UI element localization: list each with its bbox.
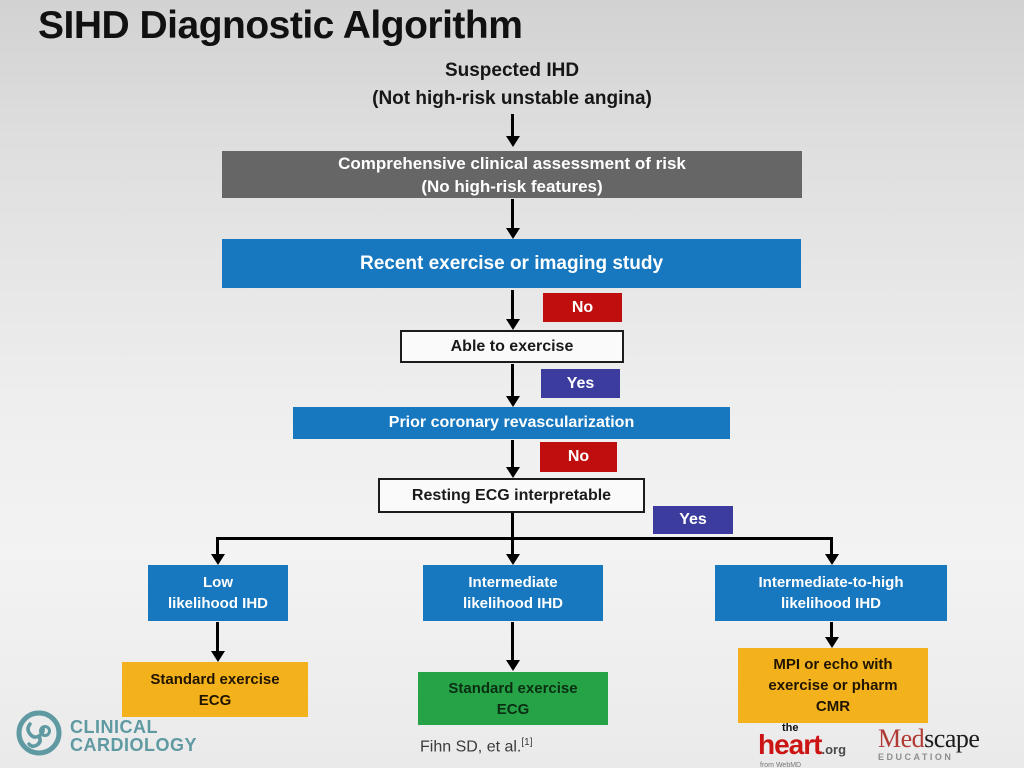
theheart-from-webmd: from WebMD bbox=[760, 762, 802, 769]
no-text: No bbox=[567, 448, 590, 465]
branch-low-box: Low likelihood IHD bbox=[148, 565, 288, 621]
start-line2: (Not high-risk unstable angina) bbox=[372, 88, 652, 109]
resting-ecg-box: Resting ECG interpretable bbox=[378, 478, 645, 513]
citation-reference: [1] bbox=[521, 737, 533, 748]
outcome-intermediate-line1: Standard exercise bbox=[448, 679, 578, 697]
outcome-low-line2: ECG bbox=[198, 691, 232, 709]
medscape-education-text: EDUCATION bbox=[878, 752, 954, 762]
theheart-org-logo: the heart.org from WebMD bbox=[758, 723, 873, 769]
page-title: SIHD Diagnostic Algorithm bbox=[38, 4, 523, 47]
arrow-branch-left bbox=[210, 537, 225, 565]
no-text: No bbox=[571, 298, 594, 316]
arrow-branch-center bbox=[505, 513, 520, 565]
able-to-exercise-label: Able to exercise bbox=[450, 337, 574, 355]
branch-intermediate-box: Intermediate likelihood IHD bbox=[423, 565, 603, 621]
stethoscope-icon bbox=[16, 710, 62, 761]
arrow-start-to-assessment bbox=[505, 114, 520, 147]
arrow-intermediate-to-outcome bbox=[505, 622, 520, 671]
outcome-low-line1: Standard exercise bbox=[150, 670, 280, 688]
outcome-intermediate-high-line3: CMR bbox=[815, 698, 851, 715]
prior-revascularization-box: Prior coronary revascularization bbox=[293, 407, 730, 439]
yes-label-ecg: Yes bbox=[653, 506, 733, 534]
outcome-intermediate-high-box: MPI or echo with exercise or pharm CMR bbox=[738, 648, 928, 723]
arrow-recent-to-able bbox=[505, 290, 520, 330]
outcome-intermediate-high-line2: exercise or pharm bbox=[768, 677, 898, 694]
arrow-assessment-to-recent bbox=[505, 199, 520, 239]
clinical-word: CLINICAL bbox=[70, 716, 158, 737]
theheart-wordmark: heart.org bbox=[758, 731, 873, 762]
assessment-box: Comprehensive clinical assessment of ris… bbox=[222, 151, 802, 198]
start-node: Suspected IHD (Not high-risk unstable an… bbox=[0, 57, 1024, 113]
able-to-exercise-box: Able to exercise bbox=[400, 330, 624, 363]
start-line1: Suspected IHD bbox=[444, 60, 580, 81]
arrow-prior-to-ecg bbox=[505, 440, 520, 478]
arrow-branch-right bbox=[824, 537, 839, 565]
yes-text: Yes bbox=[566, 374, 595, 392]
yes-text: Yes bbox=[679, 511, 707, 528]
medscape-wordmark: Medscape bbox=[878, 724, 980, 753]
prior-revascularization-label: Prior coronary revascularization bbox=[388, 414, 635, 431]
outcome-low-box: Standard exercise ECG bbox=[122, 662, 308, 717]
branch-horizontal-line bbox=[216, 537, 833, 540]
recent-study-box: Recent exercise or imaging study bbox=[222, 239, 801, 288]
theheart-org-suffix: .org bbox=[821, 742, 847, 757]
theheart-heart: heart bbox=[758, 729, 822, 760]
assessment-line2: (No high-risk features) bbox=[421, 176, 603, 196]
outcome-intermediate-line2: ECG bbox=[496, 700, 530, 718]
arrow-low-to-outcome bbox=[210, 622, 225, 662]
assessment-line1: Comprehensive clinical assessment of ris… bbox=[338, 153, 686, 173]
cardiology-word: CARDIOLOGY bbox=[70, 734, 198, 755]
medscape-education-logo: Medscape EDUCATION bbox=[878, 724, 980, 763]
branch-intermediate-high-box: Intermediate-to-high likelihood IHD bbox=[715, 565, 947, 621]
branch-intermediate-high-line2: likelihood IHD bbox=[780, 595, 881, 612]
citation: Fihn SD, et al.[1] bbox=[420, 737, 533, 756]
medscape-med: Med bbox=[878, 724, 925, 753]
arrow-able-to-prior bbox=[505, 364, 520, 407]
no-label-ecg: No bbox=[540, 442, 617, 472]
branch-low-line2: likelihood IHD bbox=[167, 595, 268, 612]
theheart-the: the bbox=[782, 722, 799, 734]
branch-intermediate-line1: Intermediate bbox=[468, 574, 558, 591]
citation-text: Fihn SD, et al. bbox=[420, 738, 522, 756]
arrow-intermediate-high-to-outcome bbox=[824, 622, 839, 648]
branch-low-line1: Low bbox=[203, 574, 233, 591]
resting-ecg-label: Resting ECG interpretable bbox=[411, 486, 612, 504]
branch-intermediate-high-line1: Intermediate-to-high bbox=[758, 574, 904, 591]
no-label-able: No bbox=[543, 293, 622, 322]
recent-study-label: Recent exercise or imaging study bbox=[359, 252, 664, 274]
outcome-intermediate-high-line1: MPI or echo with bbox=[773, 656, 893, 673]
clinical-cardiology-wordmark: CLINICAL CARDIOLOGY bbox=[70, 718, 197, 754]
yes-label-able: Yes bbox=[541, 369, 620, 398]
medscape-scape: scape bbox=[924, 724, 980, 753]
clinical-cardiology-logo: CLINICAL CARDIOLOGY bbox=[16, 710, 197, 761]
branch-intermediate-line2: likelihood IHD bbox=[462, 595, 563, 612]
outcome-intermediate-box: Standard exercise ECG bbox=[418, 672, 608, 725]
